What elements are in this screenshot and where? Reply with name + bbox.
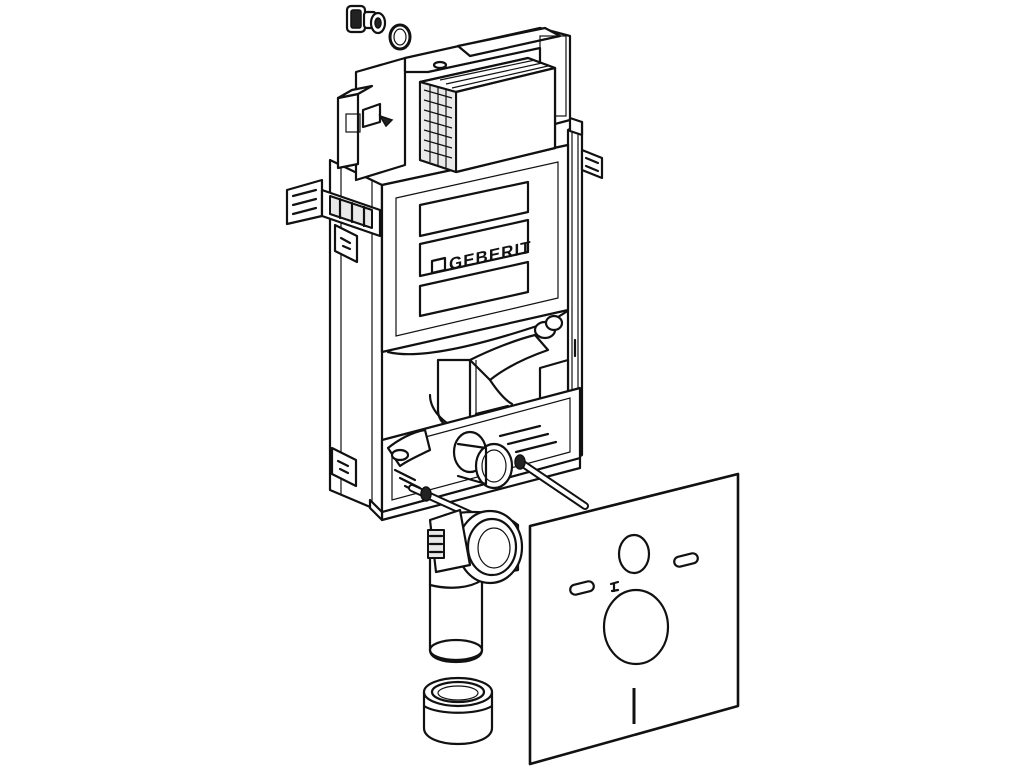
flush-pipe-collar bbox=[533, 314, 564, 340]
top-housing bbox=[336, 26, 572, 182]
mat-slot-left bbox=[569, 580, 595, 596]
seal-ring bbox=[388, 23, 412, 51]
mat-centre-mark bbox=[609, 580, 620, 593]
mat-upper-hole bbox=[617, 533, 651, 575]
wall-bracket-right bbox=[568, 116, 604, 180]
frame-slot-lower bbox=[330, 446, 358, 488]
drain-bend-connector bbox=[452, 430, 514, 490]
drain-bend bbox=[427, 508, 524, 664]
valve-part bbox=[345, 4, 387, 35]
drain-clamp bbox=[427, 529, 445, 559]
pipe-connector-sleeve bbox=[422, 676, 494, 746]
mat-drain-hole bbox=[602, 588, 670, 666]
flush-actuator-housing bbox=[418, 56, 557, 174]
sound-insulation-mat bbox=[528, 472, 740, 766]
cistern-body: GEBERIT bbox=[380, 143, 570, 356]
wall-bracket-left bbox=[285, 178, 382, 238]
mat-slot-right bbox=[673, 552, 699, 568]
frame-slot-upper bbox=[333, 223, 359, 264]
grille-vents bbox=[423, 59, 549, 168]
